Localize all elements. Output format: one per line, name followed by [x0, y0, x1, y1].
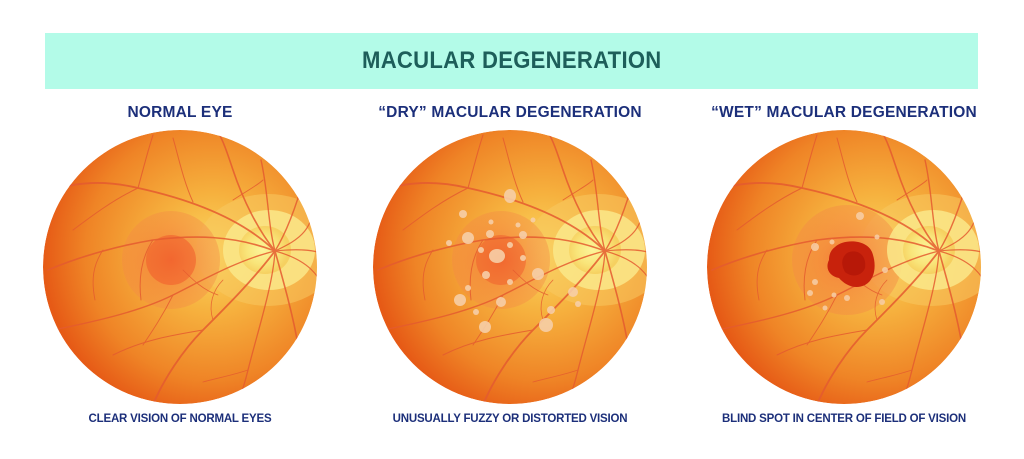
fovea: [146, 235, 196, 285]
panel-wet-amd: “WET” MACULAR DEGENERATION: [679, 100, 1009, 440]
drusen-deposits: [446, 189, 581, 333]
drusen-deposits: [807, 212, 888, 311]
page-title: MACULAR DEGENERATION: [361, 47, 662, 74]
panel-normal-eye: NORMAL EYE CLEAR VISION OF NORMAL EYES: [15, 100, 345, 440]
retina-normal-illustration: [43, 130, 317, 404]
panel-title: “WET” MACULAR DEGENERATION: [711, 104, 977, 121]
panel-caption: BLIND SPOT IN CENTER OF FIELD OF VISION: [722, 413, 966, 425]
retina-wet-illustration: [707, 130, 981, 404]
panel-caption: CLEAR VISION OF NORMAL EYES: [88, 413, 272, 425]
panel-dry-amd: “DRY” MACULAR DEGENERATION: [345, 100, 675, 440]
panel-title: “DRY” MACULAR DEGENERATION: [378, 104, 642, 121]
panel-caption: UNUSUALLY FUZZY OR DISTORTED VISION: [392, 413, 628, 425]
retina-dry-illustration: [373, 130, 647, 404]
panel-title: NORMAL EYE: [127, 104, 233, 121]
header-banner: MACULAR DEGENERATION: [45, 33, 978, 89]
